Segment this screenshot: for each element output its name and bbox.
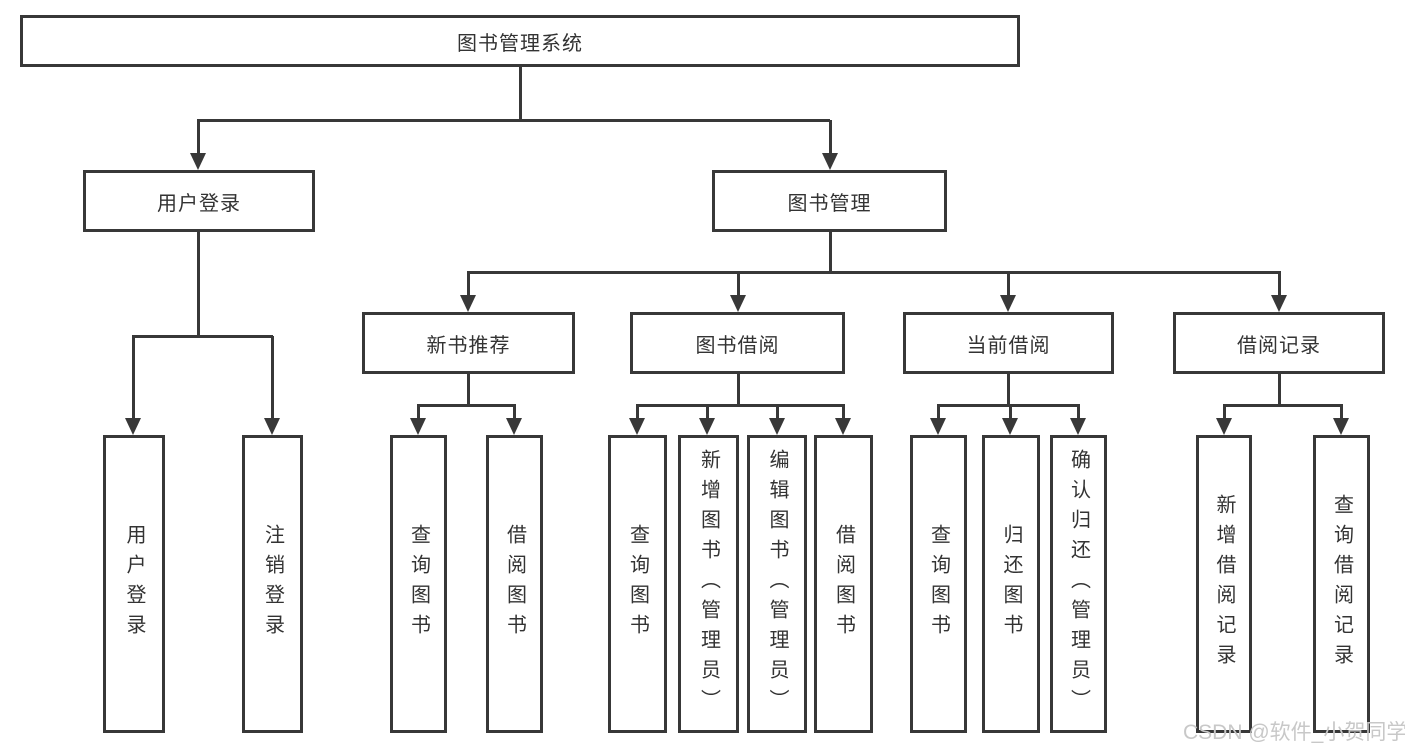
leaf-br-query-record-label: 查询借阅记录 [1330, 494, 1353, 674]
connector-line [467, 374, 470, 407]
leaf-nbr-borrow-book-label: 借阅图书 [503, 524, 526, 644]
arrowhead-icon [769, 418, 785, 435]
leaf-cb-return-book: 归还图书 [982, 435, 1040, 733]
leaf-nbr-borrow-book: 借阅图书 [486, 435, 543, 733]
node-user-login: 用户登录 [83, 170, 315, 232]
arrowhead-icon [730, 295, 746, 312]
arrowhead-icon [629, 418, 645, 435]
leaf-nbr-query-book-label: 查询图书 [407, 524, 430, 644]
connector-line [937, 404, 1080, 407]
connector-line [513, 405, 516, 419]
connector-line [417, 404, 516, 407]
leaf-br-add-record: 新增借阅记录 [1196, 435, 1252, 733]
node-borrow-record-label: 借阅记录 [1237, 334, 1321, 357]
connector-line [1077, 405, 1080, 419]
connector-line [417, 405, 420, 419]
leaf-bb-query-book-label: 查询图书 [626, 524, 649, 644]
arrowhead-icon [1333, 418, 1349, 435]
leaf-cb-confirm-return: 确认归还（管理员） [1050, 435, 1107, 733]
arrowhead-icon [1271, 295, 1287, 312]
arrowhead-icon [1216, 418, 1232, 435]
connector-line [1007, 272, 1010, 296]
connector-line [1278, 272, 1281, 296]
node-book-borrow: 图书借阅 [630, 312, 845, 374]
node-current-borrow: 当前借阅 [903, 312, 1114, 374]
connector-line [1007, 374, 1010, 407]
leaf-bb-borrow-book: 借阅图书 [814, 435, 873, 733]
arrowhead-icon [835, 418, 851, 435]
connector-line [197, 232, 200, 338]
node-book-mgmt-label: 图书管理 [787, 192, 872, 215]
connector-line [467, 272, 470, 296]
connector-line [467, 271, 1281, 274]
node-borrow-record: 借阅记录 [1173, 312, 1385, 374]
leaf-logout-label: 注销登录 [261, 524, 284, 644]
connector-line [1009, 405, 1012, 419]
connector-line [636, 405, 639, 419]
leaf-cb-query-book-label: 查询图书 [927, 524, 950, 644]
arrowhead-icon [125, 418, 141, 435]
arrowhead-icon [822, 153, 838, 170]
connector-line [937, 405, 940, 419]
arrowhead-icon [699, 418, 715, 435]
connector-line [1340, 405, 1343, 419]
leaf-bb-query-book: 查询图书 [608, 435, 667, 733]
leaf-bb-edit-book-label: 编辑图书（管理员） [766, 449, 788, 719]
arrowhead-icon [460, 295, 476, 312]
arrowhead-icon [1002, 418, 1018, 435]
arrowhead-icon [190, 153, 206, 170]
node-user-login-label: 用户登录 [157, 192, 241, 215]
connector-line [829, 120, 832, 155]
connector-line [776, 405, 779, 419]
leaf-cb-return-book-label: 归还图书 [1000, 524, 1022, 644]
arrowhead-icon [1000, 295, 1016, 312]
node-root: 图书管理系统 [20, 15, 1020, 67]
connector-line [197, 120, 200, 155]
connector-line [737, 374, 740, 407]
arrowhead-icon [930, 418, 946, 435]
node-new-book-rec-label: 新书推荐 [426, 334, 511, 357]
leaf-nbr-query-book: 查询图书 [390, 435, 447, 733]
node-new-book-rec: 新书推荐 [362, 312, 575, 374]
node-root-label: 图书管理系统 [457, 32, 583, 55]
node-book-borrow-label: 图书借阅 [695, 334, 780, 357]
arrowhead-icon [1070, 418, 1086, 435]
leaf-bb-add-book: 新增图书（管理员） [678, 435, 739, 733]
leaf-bb-borrow-book-label: 借阅图书 [832, 524, 855, 644]
connector-line [1223, 405, 1226, 419]
leaf-cb-query-book: 查询图书 [910, 435, 967, 733]
connector-line [132, 336, 135, 419]
arrowhead-icon [410, 418, 426, 435]
connector-line [1223, 404, 1343, 407]
leaf-cb-confirm-return-label: 确认归还（管理员） [1067, 449, 1090, 719]
node-current-borrow-label: 当前借阅 [966, 334, 1051, 357]
connector-line [132, 335, 273, 338]
leaf-logout: 注销登录 [242, 435, 303, 733]
arrowhead-icon [506, 418, 522, 435]
watermark: CSDN @软件_小贺同学 [1183, 721, 1405, 744]
connector-line [829, 232, 832, 274]
connector-line [636, 404, 845, 407]
leaf-br-query-record: 查询借阅记录 [1313, 435, 1370, 733]
connector-line [842, 405, 845, 419]
connector-line [519, 67, 522, 122]
connector-line [706, 405, 709, 419]
connector-line [1278, 374, 1281, 407]
leaf-user-login-label: 用户登录 [123, 524, 145, 644]
leaf-bb-edit-book: 编辑图书（管理员） [747, 435, 807, 733]
arrowhead-icon [264, 418, 280, 435]
node-book-mgmt: 图书管理 [712, 170, 947, 232]
leaf-user-login: 用户登录 [103, 435, 165, 733]
connector-line [737, 272, 740, 296]
leaf-bb-add-book-label: 新增图书（管理员） [697, 449, 720, 719]
connector-line [197, 119, 830, 122]
leaf-br-add-record-label: 新增借阅记录 [1213, 494, 1235, 674]
connector-line [271, 336, 274, 419]
